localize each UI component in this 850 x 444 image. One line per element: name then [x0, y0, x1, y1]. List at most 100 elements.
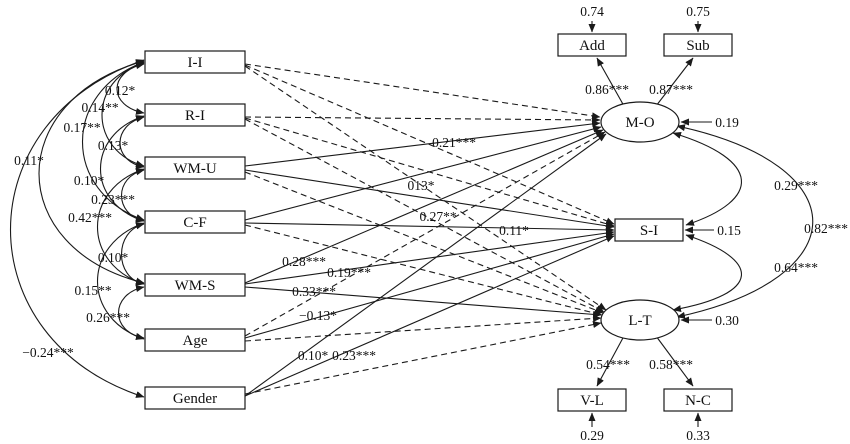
corr-label-9: 0.10*: [98, 250, 129, 265]
loading-arrow-lt-nc: [655, 335, 694, 387]
indicator-box-sub: [663, 33, 733, 57]
loading-arrow-mo-add: [596, 57, 625, 107]
observed-box-ri: R-I: [144, 103, 246, 127]
indicator-label-sub: Sub: [686, 38, 709, 54]
coef-cf-mo: 013*: [408, 178, 435, 193]
path-ii-to-lt: [244, 65, 607, 311]
corr-curve-cf-age: [97, 222, 145, 340]
latent-ellipse-mo: [600, 101, 680, 143]
path-wms-to-si: [244, 229, 615, 285]
latent-node-lt: L-T: [600, 299, 680, 341]
outcome-box-si: S-I: [614, 218, 684, 242]
path-ri-to-mo: [244, 116, 601, 124]
corr-label-6: 0.10*: [74, 173, 105, 188]
latent-ellipse-lt: [600, 299, 680, 341]
bottom-indicators: V-L N-C 0.29 0.33 0.54*** 0.58***: [557, 335, 733, 443]
residual-label-lt: 0.30: [715, 313, 739, 328]
loading-label-sub: 0.87***: [649, 82, 693, 97]
loading-arrow-mo-sub: [655, 57, 694, 107]
regression-paths-nonsignificant: [244, 63, 615, 395]
path-gender-to-si: [244, 235, 615, 397]
path-age-to-si: [244, 232, 615, 339]
coef-age-si: −0.13*: [299, 308, 337, 323]
observed-box-ii-label: I-I: [188, 55, 203, 71]
path-cf-to-si: [244, 222, 615, 234]
outcome-nodes: M-O S-I L-T: [600, 101, 684, 341]
path-ii-to-si: [244, 64, 615, 225]
path-ri-to-lt: [244, 118, 605, 313]
observed-box-wmu-label: WM-U: [173, 161, 216, 177]
residual-label-mo: 0.19: [715, 115, 739, 130]
corr-label-si-lt: 0.64***: [774, 260, 818, 275]
corr-label-10: 0.15**: [74, 283, 111, 298]
observed-box-wmu-rect: [144, 156, 246, 180]
corr-label-4: 0.13*: [98, 138, 129, 153]
observed-box-gender-rect: [144, 386, 246, 410]
latent-label-mo: M-O: [625, 115, 654, 131]
corr-curve-mo-lt: [676, 124, 814, 319]
path-gender-to-lt: [244, 321, 602, 395]
top-indicators: 0.74 0.75 Add Sub 0.86*** 0.87***: [557, 4, 733, 107]
observed-box-wmu: WM-U: [144, 156, 246, 180]
corr-curve-mo-si: [672, 131, 742, 226]
outcome-correlation-curves: 0.29*** 0.64*** 0.82***: [672, 124, 848, 319]
coef-wms-mo: 0.28***: [282, 254, 326, 269]
regression-paths-significant: [244, 120, 615, 397]
corr-label-7: 0.23***: [91, 192, 135, 207]
indicator-label-nc: N-C: [685, 393, 711, 409]
path-gender-to-mo: [244, 133, 607, 397]
predictor-correlation-labels: 0.12* 0.14** 0.17** 0.13* 0.11* 0.10* 0.…: [14, 83, 135, 360]
observed-box-cf-label: C-F: [183, 215, 206, 231]
error-add: 0.74: [580, 4, 604, 19]
loading-label-vl: 0.54***: [586, 357, 630, 372]
outcome-label-si: S-I: [640, 223, 658, 239]
error-nc: 0.33: [686, 428, 710, 443]
coef-wms-si: 0.19***: [327, 265, 371, 280]
path-wmu-to-mo: [244, 120, 601, 167]
path-wms-to-mo: [244, 129, 604, 284]
observed-box-wms-rect: [144, 273, 246, 297]
residual-label-si: 0.15: [717, 223, 741, 238]
corr-label-mo-lt: 0.82***: [804, 221, 848, 236]
observed-box-age: Age: [144, 328, 246, 352]
predictor-correlation-curves: [10, 59, 145, 398]
latent-label-lt: L-T: [628, 313, 651, 329]
observed-box-ii-rect: [144, 50, 246, 74]
corr-curve-wms-age: [118, 285, 145, 341]
corr-curve-si-lt: [672, 234, 742, 313]
observed-box-gender: Gender: [144, 386, 246, 410]
path-wmu-to-lt: [244, 171, 604, 314]
path-coefficient-labels: 0.21*** 013* 0.27** 0.11* 0.28*** 0.19**…: [282, 135, 529, 363]
path-wms-to-lt: [244, 286, 602, 318]
coef-gender-si: 0.23***: [332, 348, 376, 363]
latent-node-mo: M-O: [600, 101, 680, 143]
corr-curve-ri-cf: [99, 115, 145, 222]
error-sub: 0.75: [686, 4, 710, 19]
observed-box-wms: WM-S: [144, 273, 246, 297]
observed-box-age-label: Age: [183, 333, 208, 349]
coef-wmu-mo: 0.21***: [432, 135, 476, 150]
observed-box-ri-label: R-I: [185, 108, 205, 124]
indicator-box-vl: [557, 388, 627, 412]
outcome-residuals: 0.19 0.15 0.30: [680, 115, 741, 328]
corr-label-2: 0.14**: [81, 100, 118, 115]
observed-box-wms-label: WM-S: [175, 278, 216, 294]
coef-wms-lt: 0.33***: [292, 284, 336, 299]
indicator-label-add: Add: [579, 38, 605, 54]
corr-label-3: 0.17**: [63, 120, 100, 135]
loading-label-nc: 0.58***: [649, 357, 693, 372]
corr-curve-ri-wmu: [119, 115, 145, 169]
corr-label-8: 0.42***: [68, 210, 112, 225]
path-age-to-mo: [244, 131, 606, 337]
observed-box-age-rect: [144, 328, 246, 352]
path-cf-to-lt: [244, 224, 603, 317]
path-cf-to-mo: [244, 125, 602, 221]
outcome-rect-si: [614, 218, 684, 242]
observed-box-gender-label: Gender: [173, 391, 217, 407]
coef-cf-si: 0.11*: [499, 223, 529, 238]
loading-label-add: 0.86***: [585, 82, 629, 97]
path-ri-to-si: [244, 117, 615, 228]
observed-box-cf: C-F: [144, 210, 246, 234]
observed-box-ii: I-I: [144, 50, 246, 74]
